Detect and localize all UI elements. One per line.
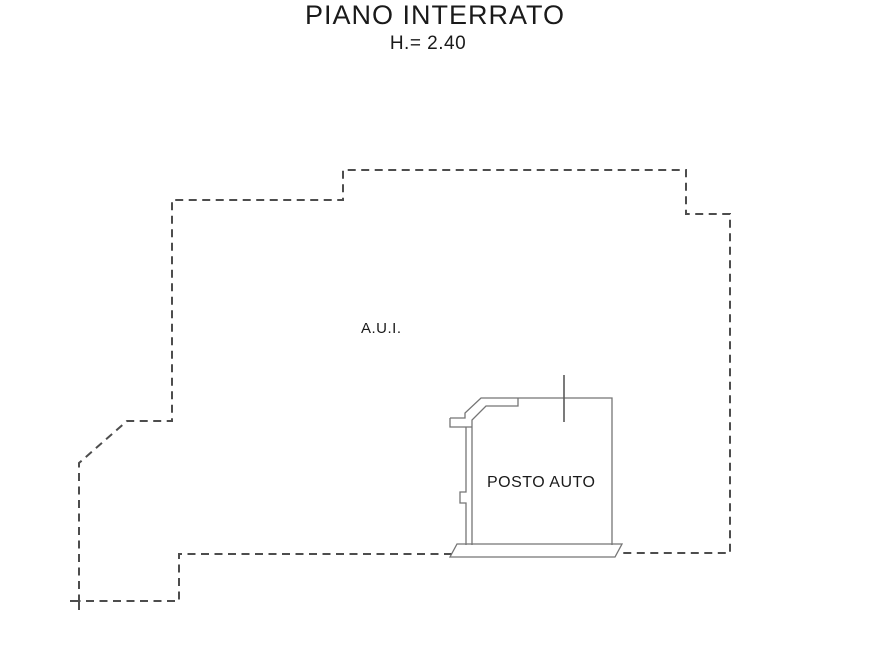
basement-boundary-dashed-outline xyxy=(78,169,731,602)
parking-wall-inner xyxy=(471,398,519,545)
height-label: H.= 2.40 xyxy=(389,33,467,54)
aui-label: A.U.I. xyxy=(361,320,402,337)
parking-space-outline xyxy=(448,397,624,558)
posto-auto-label: POSTO AUTO xyxy=(487,474,596,491)
page-title: PIANO INTERRATO xyxy=(304,0,566,30)
parking-wall-outer xyxy=(450,397,613,545)
corner-tick-overshoot xyxy=(70,600,80,610)
parking-wall-bump xyxy=(459,427,467,545)
parking-wall-flange xyxy=(449,418,472,428)
ramp-threshold-bar xyxy=(448,543,624,558)
